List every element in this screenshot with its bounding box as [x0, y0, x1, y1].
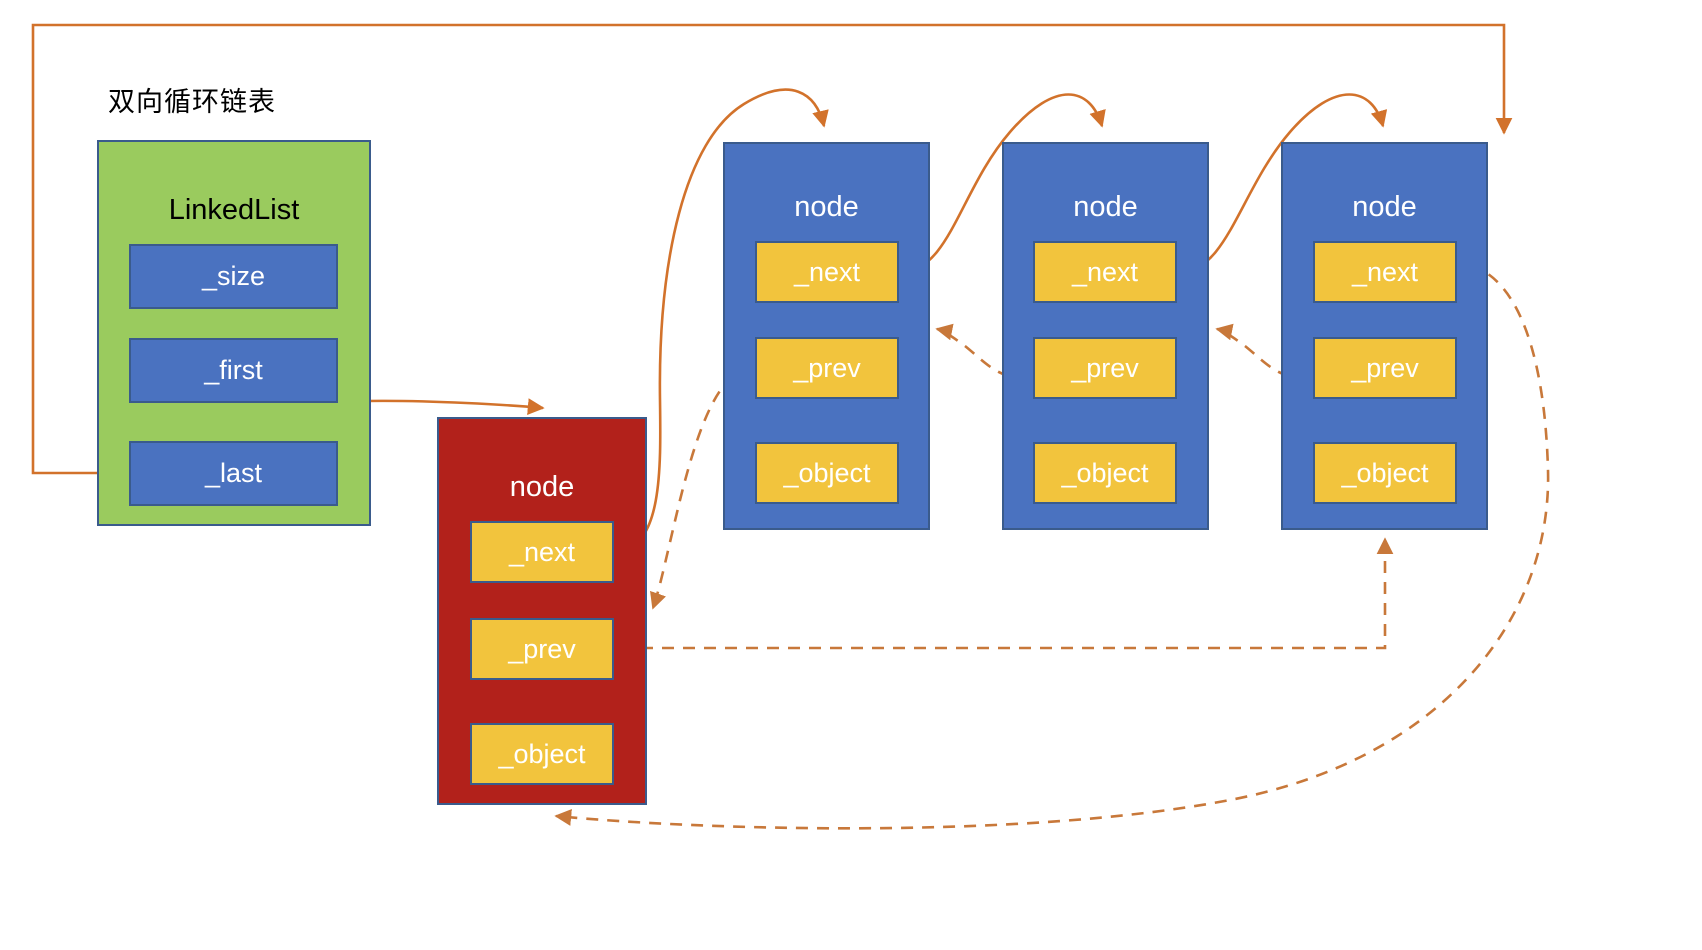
node-box-1-field-object: _object — [755, 442, 899, 504]
node-box-1-field-prev: _prev — [755, 337, 899, 399]
linked-list-box-field-size: _size — [129, 244, 338, 309]
node-box-head-title: node — [509, 471, 575, 503]
node-box-head-field-object: _object — [470, 723, 614, 785]
node-box-3-field-next: _next — [1313, 241, 1457, 303]
node-box-head-field-prev: _prev — [470, 618, 614, 680]
node-box-2-field-next: _next — [1033, 241, 1177, 303]
node-box-1-title: node — [794, 191, 859, 223]
node-box-1-field-next: _next — [755, 241, 899, 303]
linked-list-box-field-last: _last — [129, 441, 338, 506]
node-box-2-field-object: _object — [1033, 442, 1177, 504]
node-box-head-field-next: _next — [470, 521, 614, 583]
node-box-3-title: node — [1352, 191, 1417, 223]
node-box-3-field-object: _object — [1313, 442, 1457, 504]
linked-list-box-title: LinkedList — [168, 194, 300, 226]
node-box-2-field-prev: _prev — [1033, 337, 1177, 399]
node-box-3-field-prev: _prev — [1313, 337, 1457, 399]
linked-list-box-field-first: _first — [129, 338, 338, 403]
diagram-title: 双向循环链表 — [108, 87, 276, 117]
node-box-2-title: node — [1073, 191, 1138, 223]
edge-node0-prev-to-node3 — [620, 537, 1394, 650]
edge-first-to-node0 — [365, 398, 545, 416]
